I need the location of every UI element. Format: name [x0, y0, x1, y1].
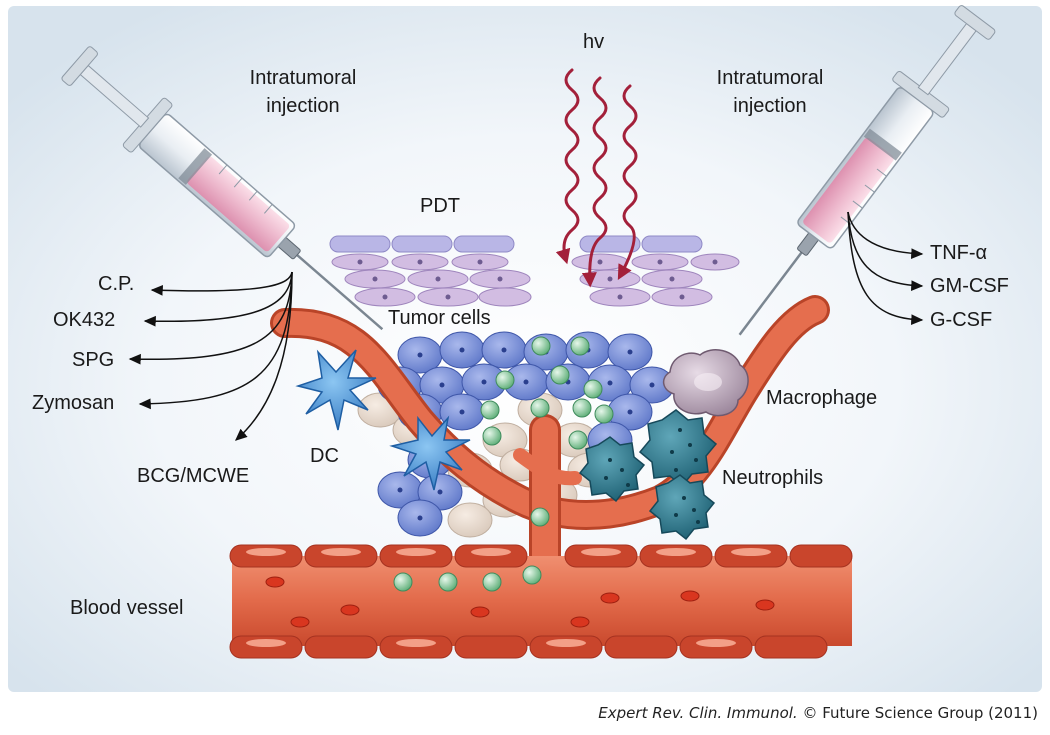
copyright-text: © Future Science Group (2011) — [797, 704, 1038, 722]
journal-name: Expert Rev. Clin. Immunol. — [598, 704, 798, 722]
neutrophils — [578, 409, 718, 541]
right-agent-gm-csf: GM-CSF — [930, 275, 1009, 297]
macrophage-label: Macrophage — [766, 387, 878, 409]
right-agent-tnf: TNF-α — [930, 242, 988, 264]
left-agent-cp: C.P. — [98, 273, 135, 295]
granules — [393, 336, 614, 592]
right-agent-arrows — [847, 211, 924, 325]
left-agent-spg: SPG — [72, 349, 115, 371]
syringe-right — [738, 5, 996, 336]
neutrophil-granules — [604, 428, 700, 524]
injection-label-left-line1: Intratumoral — [249, 67, 357, 89]
dendritic-cell — [295, 349, 377, 431]
left-agent-ok432: OK432 — [53, 309, 116, 331]
pdt-label: PDT — [420, 195, 460, 217]
injection-label-left-line2: injection — [266, 95, 340, 117]
injection-label-right-line1: Intratumoral — [716, 67, 824, 89]
dendritic-cell — [389, 415, 471, 491]
right-agent-g-csf: G-CSF — [930, 309, 993, 331]
copyright-credit: Expert Rev. Clin. Immunol. © Future Scie… — [598, 704, 1038, 722]
syringe-left — [61, 46, 384, 331]
epithelium-layer — [329, 235, 740, 307]
neutrophils-label: Neutrophils — [722, 467, 824, 489]
injection-label-right-line2: injection — [733, 95, 807, 117]
left-agent-arrows — [128, 271, 293, 441]
hv-label: hv — [583, 31, 605, 53]
left-agent-bcg-mcwe: BCG/MCWE — [137, 465, 250, 487]
blood-vessel-label: Blood vessel — [70, 597, 184, 619]
dc-label: DC — [310, 445, 339, 467]
left-agent-zymosan: Zymosan — [32, 392, 115, 414]
blood-vessel — [229, 544, 853, 659]
light-waves — [555, 68, 638, 288]
tumor-cells-label: Tumor cells — [388, 307, 491, 329]
